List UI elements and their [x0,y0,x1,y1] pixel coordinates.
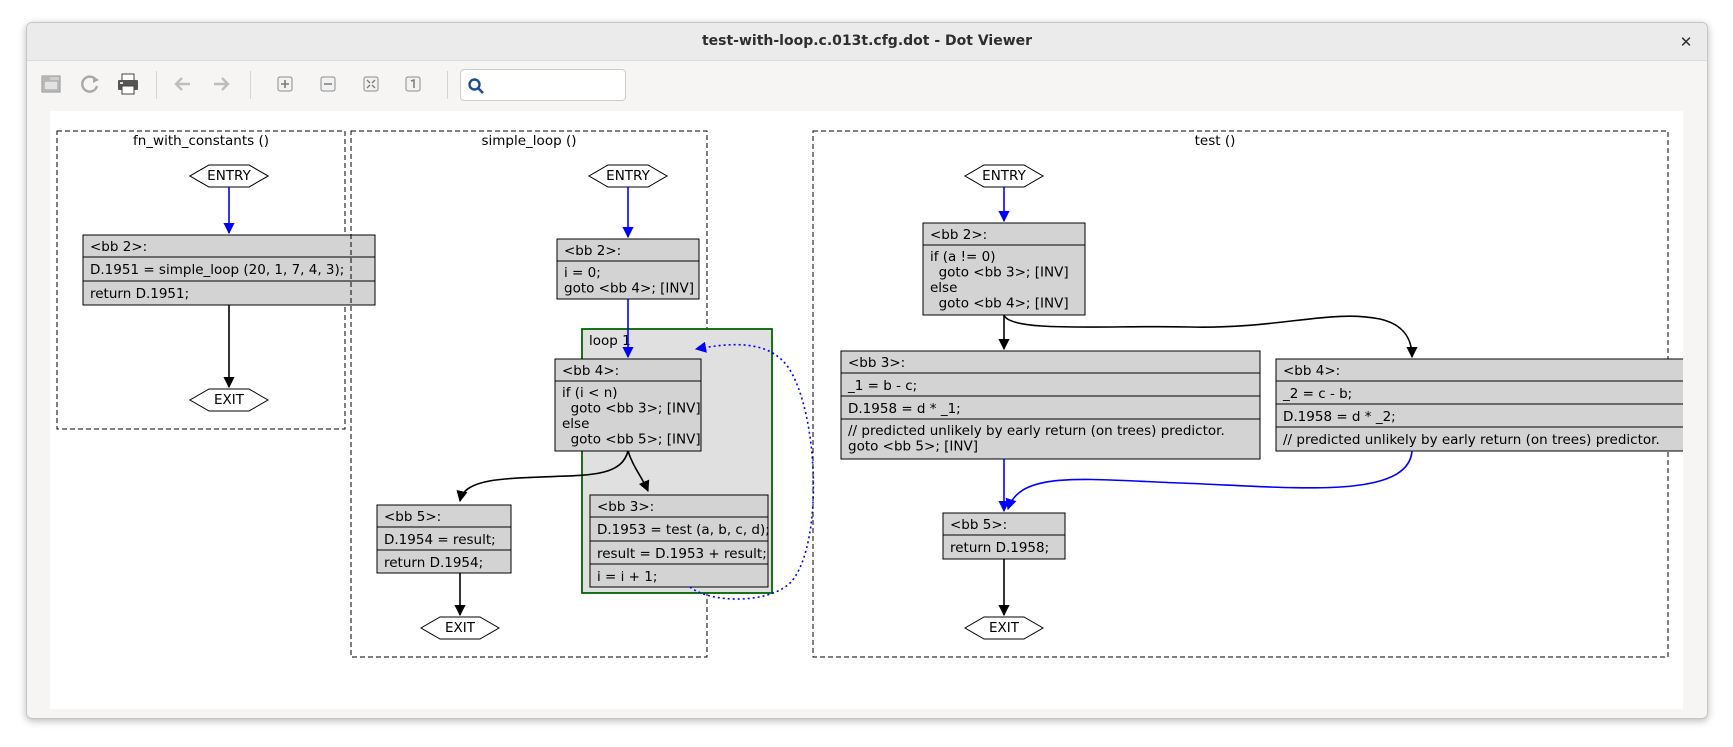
svg-text:D.1958 = d * _1;: D.1958 = d * _1; [848,401,961,417]
edge [456,450,629,503]
edge [627,450,650,493]
svg-text:D.1954 = result;: D.1954 = result; [384,532,496,548]
loop-label: loop 1 [589,333,631,349]
svg-text:return D.1958;: return D.1958; [950,540,1049,556]
toolbar [27,61,1707,109]
cluster-simple-loop: simple_loop () ENTRY <bb 2>: i = 0;goto … [350,130,815,658]
window-title: test-with-loop.c.013t.cfg.dot - Dot View… [701,33,1033,49]
cluster-fn-with-constants: fn_with_constants () ENTRY <bb 2>: D.195… [56,130,376,430]
cluster-test: test () ENTRY <bb 2>: if (a != 0) goto <… [812,130,1695,658]
svg-text:// predicted unlikely by early: // predicted unlikely by early return (o… [1283,432,1660,448]
search-input[interactable] [491,74,623,98]
search-field[interactable] [460,69,626,101]
block-multiline: if (a != 0) goto <bb 3>; [INV]else goto … [930,249,1069,312]
svg-text:<bb 2>:: <bb 2>: [930,227,987,243]
basic-block[interactable]: <bb 3>: D.1953 = test (a, b, c, d); resu… [589,494,770,588]
svg-text:<bb 3>:: <bb 3>: [597,499,654,515]
basic-block[interactable]: <bb 2>: if (a != 0) goto <bb 3>; [INV]el… [922,222,1086,316]
svg-text:D.1953 = test (a, b, c, d);: D.1953 = test (a, b, c, d); [597,522,770,538]
svg-text:<bb 5>:: <bb 5>: [950,517,1007,533]
back-icon[interactable] [167,69,197,99]
basic-block[interactable]: <bb 4>: _2 = c - b; D.1958 = d * _2; // … [1275,358,1695,452]
svg-text:<bb 4>:: <bb 4>: [562,363,619,379]
back-edge [689,341,815,600]
exit-node[interactable]: EXIT [964,616,1044,640]
cluster-title: fn_with_constants () [133,133,269,149]
basic-block[interactable]: <bb 5>: D.1954 = result; return D.1954; [376,504,512,574]
cfg-graph: fn_with_constants () ENTRY <bb 2>: D.195… [56,130,1695,658]
svg-text:<bb 5>:: <bb 5>: [384,509,441,525]
open-icon[interactable] [36,69,66,99]
svg-text:i = i + 1;: i = i + 1; [597,569,657,585]
svg-text:_2 = c - b;: _2 = c - b; [1282,386,1352,402]
svg-text:D.1951 = simple_loop (20, 1, 7: D.1951 = simple_loop (20, 1, 7, 4, 3); [90,262,344,278]
svg-text:result = D.1953 + result;: result = D.1953 + result; [597,546,767,562]
svg-text:<bb 3>:: <bb 3>: [848,355,905,371]
svg-text:<bb 2>:: <bb 2>: [564,243,621,259]
reload-icon[interactable] [75,69,105,99]
exit-node[interactable]: EXIT [189,388,269,412]
graph-canvas[interactable]: fn_with_constants () ENTRY <bb 2>: D.195… [50,111,1695,709]
svg-text:<bb 2>:: <bb 2>: [90,239,147,255]
zoom-out-icon[interactable] [313,69,343,99]
svg-text:ENTRY: ENTRY [207,168,251,184]
zoom-in-icon[interactable] [270,69,300,99]
close-icon[interactable]: ✕ [1679,33,1693,51]
svg-text:simple_loop (): simple_loop () [482,133,577,149]
block-multiline: // predicted unlikely by early return (o… [848,423,1225,455]
svg-text:return D.1951;: return D.1951; [90,286,189,302]
edge [1003,314,1418,359]
entry-node[interactable]: ENTRY [964,164,1044,188]
edge [1005,450,1413,511]
block-multiline: if (i < n) goto <bb 3>; [INV]else goto <… [562,385,701,448]
svg-text:ENTRY: ENTRY [982,168,1026,184]
basic-block[interactable]: <bb 5>: return D.1958; [942,512,1066,560]
dot-viewer-window: test-with-loop.c.013t.cfg.dot - Dot View… [26,22,1708,719]
block-multiline: i = 0;goto <bb 4>; [INV] [564,265,694,297]
search-icon [468,78,484,94]
basic-block[interactable]: <bb 3>: _1 = b - c; D.1958 = d * _1; // … [840,350,1261,460]
print-icon[interactable] [113,69,143,99]
svg-text:ENTRY: ENTRY [606,168,650,184]
basic-block[interactable]: <bb 2>: i = 0;goto <bb 4>; [INV] [556,238,700,300]
zoom-100-icon[interactable] [398,69,428,99]
svg-text:EXIT: EXIT [989,620,1020,636]
entry-node[interactable]: ENTRY [189,164,269,188]
entry-node[interactable]: ENTRY [588,164,668,188]
svg-text:return D.1954;: return D.1954; [384,555,483,571]
exit-node[interactable]: EXIT [420,616,500,640]
zoom-fit-icon[interactable] [356,69,386,99]
forward-icon[interactable] [207,69,237,99]
svg-text:<bb 4>:: <bb 4>: [1283,363,1340,379]
svg-text:D.1958 = d * _2;: D.1958 = d * _2; [1283,409,1396,425]
basic-block[interactable]: <bb 4>: if (i < n) goto <bb 3>; [INV]els… [554,358,702,452]
block-row: <bb 2>: D.1951 = simple_loop (20, 1, 7, … [83,239,375,302]
svg-text:EXIT: EXIT [214,392,245,408]
basic-block[interactable] [82,234,376,306]
title-bar: test-with-loop.c.013t.cfg.dot - Dot View… [27,23,1707,61]
svg-text:test (): test () [1195,133,1236,149]
svg-text:EXIT: EXIT [445,620,476,636]
svg-text:_1 = b - c;: _1 = b - c; [847,378,917,394]
